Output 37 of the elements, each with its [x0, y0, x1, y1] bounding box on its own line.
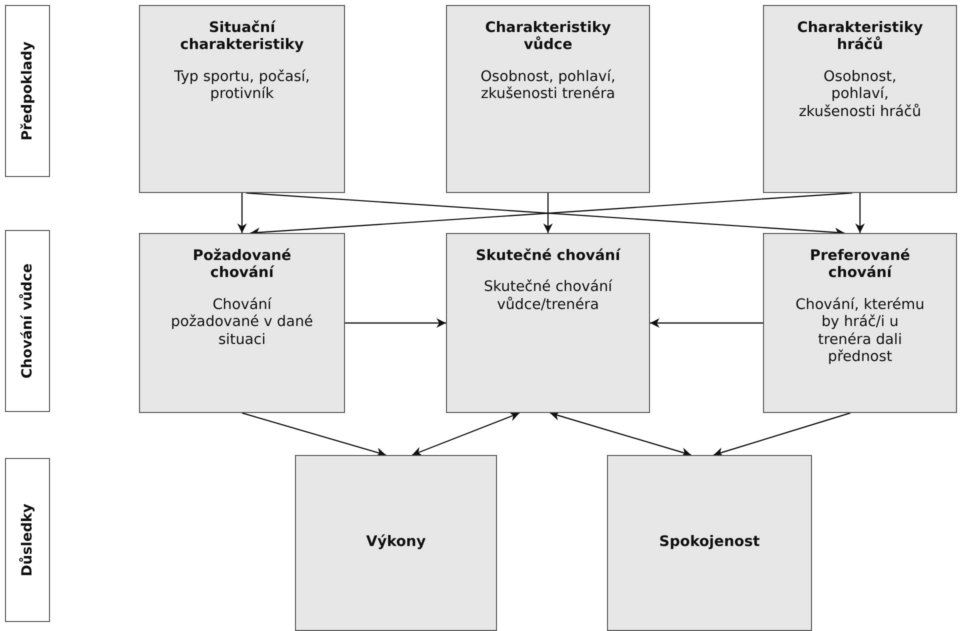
- box-description: Osobnost, pohlaví, zkušenosti hráčů: [798, 68, 922, 121]
- arrow: [412, 412, 520, 456]
- box-description: Chování, kterému by hráč/i u trenéra dali přednost: [794, 296, 926, 366]
- category-band: [5, 458, 50, 622]
- box-description: Chování požadované v dané situaci: [170, 296, 314, 349]
- arrow: [242, 412, 386, 457]
- arrow: [713, 412, 850, 457]
- box-description: Typ sportu, počasí, protivník: [173, 68, 311, 104]
- box-heading: Situační charakteristiky: [179, 20, 305, 55]
- box-heading: Skutečné chování: [474, 248, 622, 266]
- concept-box: [607, 455, 812, 631]
- arrow: [237, 193, 247, 233]
- concept-box: [139, 233, 345, 413]
- arrow: [650, 318, 763, 328]
- arrow: [345, 318, 446, 328]
- band-label: Důsledky: [20, 504, 36, 576]
- box-heading: Výkony: [365, 534, 427, 552]
- category-band: [5, 230, 50, 412]
- band-label: Chování vůdce: [20, 264, 36, 378]
- box-heading: Charakteristiky hráčů: [796, 20, 924, 55]
- box-heading: Charakteristiky vůdce: [484, 20, 612, 55]
- concept-box: [763, 5, 957, 193]
- concept-box: [139, 5, 345, 193]
- concept-box: [446, 5, 650, 193]
- concept-box: [446, 233, 650, 413]
- box-description: Osobnost, pohlaví, zkušenosti trenéra: [480, 68, 616, 104]
- arrow: [543, 193, 553, 233]
- band-label: Předpoklady: [20, 41, 36, 141]
- box-heading: Preferované chování: [808, 248, 912, 283]
- box-heading: Spokojenost: [658, 534, 761, 552]
- concept-box: [763, 233, 957, 413]
- box-heading: Požadované chování: [192, 248, 292, 283]
- arrow: [550, 411, 692, 457]
- box-description: Skutečné chování vůdce/trenéra: [482, 279, 614, 314]
- category-band: [5, 5, 50, 177]
- concept-box: [295, 455, 497, 631]
- arrow: [855, 193, 865, 233]
